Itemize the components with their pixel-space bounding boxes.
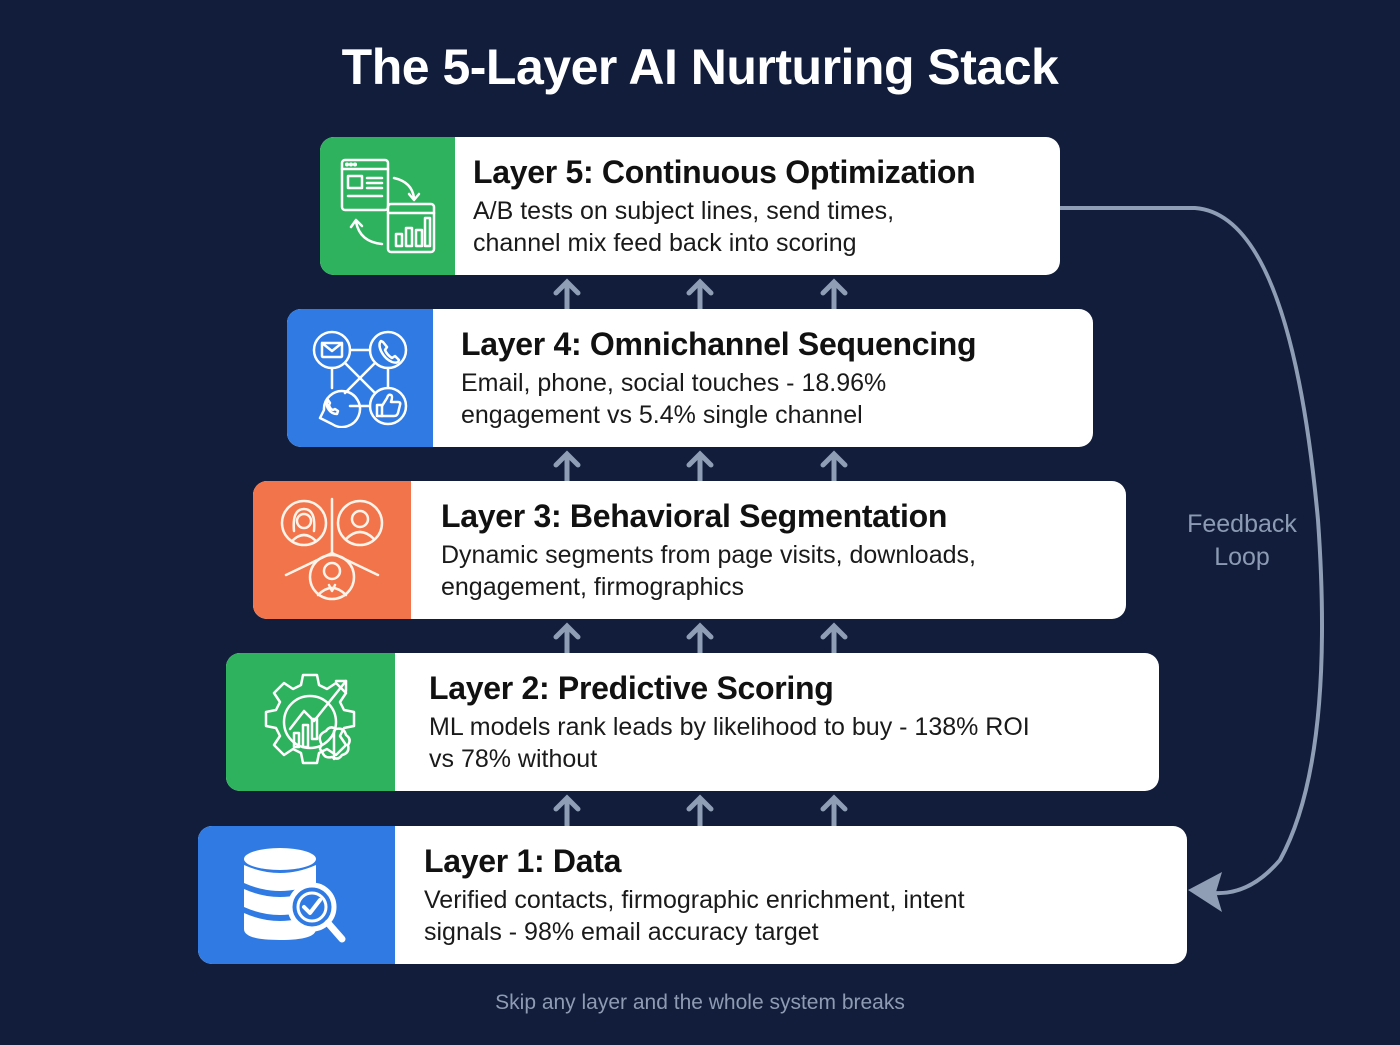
layer-5-description-line-2: channel mix feed back into scoring	[473, 229, 857, 257]
omnichannel-network-icon	[287, 309, 433, 447]
footer-note: Skip any layer and the whole system brea…	[495, 991, 905, 1014]
database-search-icon	[198, 826, 395, 964]
layer-2-heading: Layer 2: Predictive Scoring	[429, 670, 834, 706]
up-arrow-icon	[553, 278, 581, 311]
up-arrows-row	[0, 793, 1400, 827]
up-arrows-row	[0, 621, 1400, 655]
layer-2-card: Layer 2: Predictive Scoring ML models ra…	[226, 653, 1159, 791]
up-arrows-row	[0, 277, 1400, 311]
layer-2-description-line-1: ML models rank leads by likelihood to bu…	[429, 713, 1030, 741]
layer-4-description-line-2: engagement vs 5.4% single channel	[461, 401, 863, 429]
up-arrow-icon	[686, 450, 714, 483]
up-arrow-icon	[553, 450, 581, 483]
layer-5-description-line-1: A/B tests on subject lines, send times,	[473, 197, 895, 225]
layer-4-card: Layer 4: Omnichannel Sequencing Email, p…	[287, 309, 1093, 447]
layer-3-description-line-1: Dynamic segments from page visits, downl…	[441, 541, 976, 569]
up-arrow-icon	[686, 794, 714, 827]
layer-2-description-line-2: vs 78% without	[429, 745, 598, 773]
up-arrow-icon	[820, 794, 848, 827]
up-arrow-icon	[820, 450, 848, 483]
layer-1-card: Layer 1: Data Verified contacts, firmogr…	[198, 826, 1187, 964]
up-arrows-row	[0, 449, 1400, 483]
layer-5-heading: Layer 5: Continuous Optimization	[473, 154, 976, 190]
up-arrow-icon	[553, 622, 581, 655]
up-arrow-icon	[686, 622, 714, 655]
up-arrow-icon	[686, 278, 714, 311]
layer-3-description-line-2: engagement, firmographics	[441, 573, 744, 601]
layer-4-heading: Layer 4: Omnichannel Sequencing	[461, 326, 977, 362]
layer-1-heading: Layer 1: Data	[424, 843, 622, 879]
up-arrow-icon	[820, 278, 848, 311]
audience-segments-icon	[253, 481, 411, 619]
up-arrow-icon	[820, 622, 848, 655]
layer-3-heading: Layer 3: Behavioral Segmentation	[441, 498, 948, 534]
layer-1-description-line-2: signals - 98% email accuracy target	[424, 918, 819, 946]
up-arrow-icon	[553, 794, 581, 827]
layer-3-card: Layer 3: Behavioral Segmentation Dynamic…	[253, 481, 1126, 619]
feedback-label-line-2: Loop	[1214, 543, 1270, 571]
feedback-loop-label: Feedback Loop	[1172, 508, 1312, 574]
feedback-label-line-1: Feedback	[1187, 510, 1297, 538]
layer-5-card: Layer 5: Continuous Optimization A/B tes…	[320, 137, 1060, 275]
page-title: The 5-Layer AI Nurturing Stack	[341, 39, 1059, 95]
layer-4-description-line-1: Email, phone, social touches - 18.96%	[461, 369, 887, 397]
gear-brain-chart-icon	[226, 653, 395, 791]
optimization-cycle-icon	[320, 137, 455, 275]
layer-1-description-line-1: Verified contacts, firmographic enrichme…	[424, 886, 965, 914]
